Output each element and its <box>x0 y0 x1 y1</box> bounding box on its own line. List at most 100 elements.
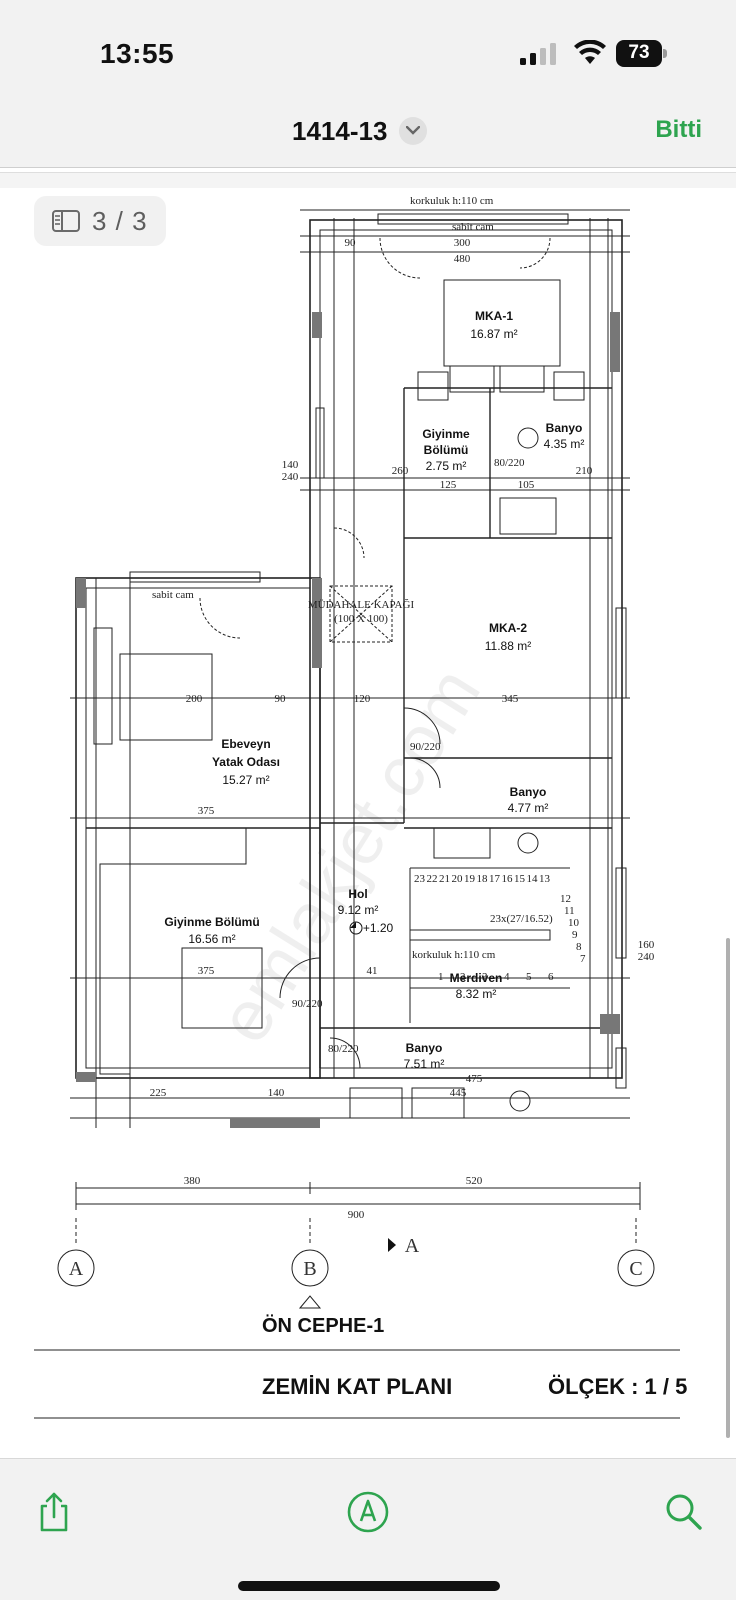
dim-label: 475 <box>466 1073 483 1085</box>
battery-icon: 73 <box>616 40 668 67</box>
home-indicator[interactable] <box>238 1581 500 1591</box>
room-area-ebeveyn: 15.27 m² <box>222 773 269 787</box>
room-name-banyo2: Banyo <box>510 785 547 799</box>
dim-label: 380 <box>184 1175 201 1187</box>
stair-step-number: 4 <box>504 971 510 983</box>
floor-plan-drawing: emlakjet.com <box>34 195 687 1419</box>
room-name-banyo3: Banyo <box>406 1041 443 1055</box>
document-title: 1414-13 <box>292 115 388 146</box>
share-button[interactable] <box>30 1489 78 1537</box>
document-viewer[interactable]: emlakjet.com <box>0 188 736 1458</box>
dim-label: 375 <box>198 805 215 817</box>
hatch-size: (100 X 100) <box>334 613 388 625</box>
door-label: 80/220 <box>494 457 525 469</box>
stair-step-number: 12 <box>560 893 571 905</box>
room-name-giyinme1: Giyinme <box>422 427 470 441</box>
axis-label-c: C <box>629 1258 642 1280</box>
stair-step-number: 23 <box>414 873 426 885</box>
elevation-label: ÖN CEPHE-1 <box>262 1314 384 1337</box>
markup-icon <box>347 1491 389 1532</box>
railing-label-top: korkuluk h:110 cm <box>410 195 494 207</box>
dim-label: 225 <box>150 1087 167 1099</box>
room-area-banyo1: 4.35 m² <box>544 437 585 451</box>
room-name-merdiven: Merdiven <box>450 971 503 985</box>
dim-label: 260 <box>392 465 409 477</box>
watermark: emlakjet.com <box>203 654 496 1056</box>
document-title-menu[interactable]: 1414-13 <box>292 114 428 148</box>
scale-label: ÖLÇEK : 1 / 5 <box>548 1374 687 1399</box>
dim-label: 900 <box>348 1209 365 1221</box>
search-button[interactable] <box>660 1489 708 1537</box>
dim-label: 375 <box>198 965 215 977</box>
room-area-mka2: 11.88 m² <box>485 639 531 653</box>
status-bar: 13:55 73 <box>0 0 736 100</box>
room-area-giyinme1: 2.75 m² <box>426 459 467 473</box>
dim-label: 125 <box>440 479 457 491</box>
stair-step-number: 20 <box>452 873 464 885</box>
content-separator <box>0 172 736 188</box>
plan-title: ZEMİN KAT PLANI <box>262 1374 452 1399</box>
stair-step-number: 15 <box>514 873 526 885</box>
page-indicator[interactable]: 3 / 3 <box>34 196 166 246</box>
wifi-icon <box>574 40 606 64</box>
section-label: A <box>405 1235 420 1257</box>
level-mark: +1.20 <box>363 921 394 935</box>
axis-label-a: A <box>69 1258 84 1280</box>
stair-step-number: 19 <box>464 873 476 885</box>
stair-step-number: 16 <box>502 873 514 885</box>
axis-label-b: B <box>303 1258 316 1280</box>
room-area-mka1: 16.87 m² <box>470 327 517 341</box>
room-area-merdiven: 8.32 m² <box>456 987 497 1001</box>
room-area-giyinme2: 16.56 m² <box>188 932 235 946</box>
stair-step-number: 17 <box>489 873 501 885</box>
share-icon <box>40 1492 68 1531</box>
room-name-ebeveyn-line2: Yatak Odası <box>212 755 280 769</box>
door-label: 90/220 <box>410 741 441 753</box>
room-name-giyinme1-line2: Bölümü <box>424 443 469 457</box>
stair-step-number: 7 <box>580 953 586 965</box>
stair-step-number: 2 <box>460 971 466 983</box>
stair-step-number: 22 <box>427 873 438 885</box>
door-label: 80/220 <box>328 1043 359 1055</box>
dim-label: 210 <box>576 465 593 477</box>
room-name-mka2: MKA-2 <box>489 621 527 635</box>
markup-button[interactable] <box>344 1489 392 1537</box>
dim-label: 480 <box>454 253 471 265</box>
battery-level: 73 <box>628 42 650 63</box>
room-name-giyinme2: Giyinme Bölümü <box>164 915 259 929</box>
dim-label: 140 <box>282 459 299 471</box>
search-icon <box>666 1494 702 1530</box>
status-time: 13:55 <box>100 38 175 69</box>
hatch-label: MÜDAHALE KAPAĞI <box>308 599 415 611</box>
stair-step-number: 6 <box>548 971 554 983</box>
stair-step-number: 18 <box>477 873 489 885</box>
glass-label-left: sabit cam <box>152 589 194 601</box>
stair-step-number: 3 <box>482 971 488 983</box>
chevron-down-icon[interactable] <box>399 117 428 145</box>
scroll-indicator[interactable] <box>726 938 730 1438</box>
dim-label: 140 <box>268 1087 285 1099</box>
bottom-toolbar <box>0 1458 736 1600</box>
room-area-hol: 9.12 m² <box>338 903 379 917</box>
room-name-hol: Hol <box>348 887 367 901</box>
stair-step-number: 9 <box>572 929 578 941</box>
cellular-signal-icon <box>520 43 556 65</box>
stair-step-number: 10 <box>568 917 580 929</box>
done-button[interactable]: Bitti <box>655 116 702 143</box>
stair-step-number: 13 <box>539 873 551 885</box>
dim-label: 345 <box>502 693 519 705</box>
dim-label: 240 <box>638 951 655 963</box>
room-area-banyo2: 4.77 m² <box>508 801 549 815</box>
stair-step-number: 1 <box>438 971 444 983</box>
stair-step-number: 8 <box>576 941 582 953</box>
stair-note: 23x(27/16.52) <box>490 913 553 925</box>
navigation-bar: 1414-13 Bitti <box>0 100 736 168</box>
dim-label: 445 <box>450 1087 467 1099</box>
page-indicator-text: 3 / 3 <box>92 205 148 236</box>
room-name-ebeveyn: Ebeveyn <box>221 737 270 751</box>
dim-label: 300 <box>454 237 471 249</box>
room-area-banyo3: 7.51 m² <box>404 1057 445 1071</box>
stair-step-number: 14 <box>527 873 539 885</box>
dim-label: 160 <box>638 939 655 951</box>
